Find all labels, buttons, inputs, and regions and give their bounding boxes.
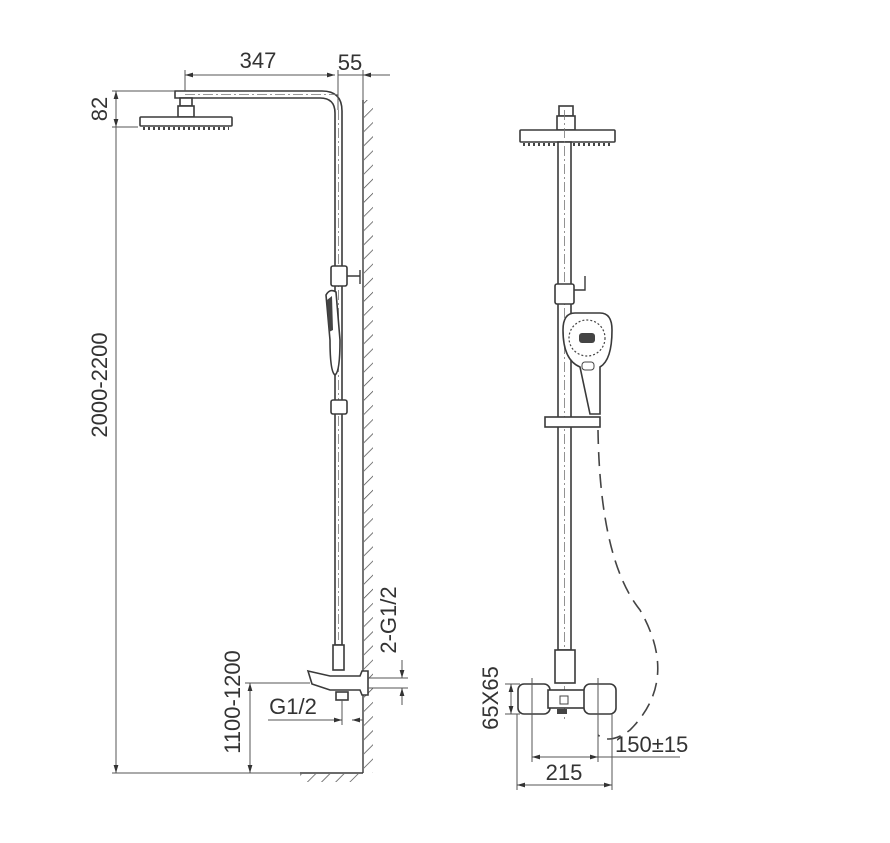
front-view: 65X65 150±15 215: [478, 105, 688, 790]
rain-shower-head: [139, 116, 233, 127]
outlet: [335, 691, 349, 701]
dim-head-height: 82: [87, 97, 112, 121]
dim-total-height: 2000-2200: [87, 332, 112, 437]
dim-mixer-height: 1100-1200: [220, 650, 245, 754]
hose: [597, 429, 659, 740]
dim-mixer-width: 215: [546, 760, 583, 785]
dim-mixer-block: 65X65: [478, 666, 503, 730]
side-view: 347 55 82 2000-2200 1100-1200 G1/2 2-G1/…: [87, 48, 408, 782]
wall-hatching: [364, 100, 373, 773]
dim-arm-length: 347: [240, 48, 277, 73]
mixer-valve: [306, 669, 369, 696]
dim-wall-offset: 55: [338, 50, 362, 75]
dim-inlet-spacing: 150±15: [615, 732, 688, 757]
slide-holder: [544, 416, 601, 428]
dim-outlet-thread: G1/2: [269, 694, 317, 719]
shower-arm-pipe: [174, 90, 343, 646]
slide-holder: [330, 399, 348, 415]
floor-hatching: [300, 774, 363, 782]
rain-shower-head: [519, 129, 616, 143]
head-connector: [556, 115, 576, 131]
head-connector: [179, 97, 193, 107]
mixer-left-handle: [517, 683, 551, 715]
mixer-right-handle: [583, 683, 617, 715]
hand-shower-holder: [330, 265, 348, 287]
dim-inlet-thread: 2-G1/2: [376, 586, 401, 653]
hand-shower-holder: [554, 283, 575, 305]
